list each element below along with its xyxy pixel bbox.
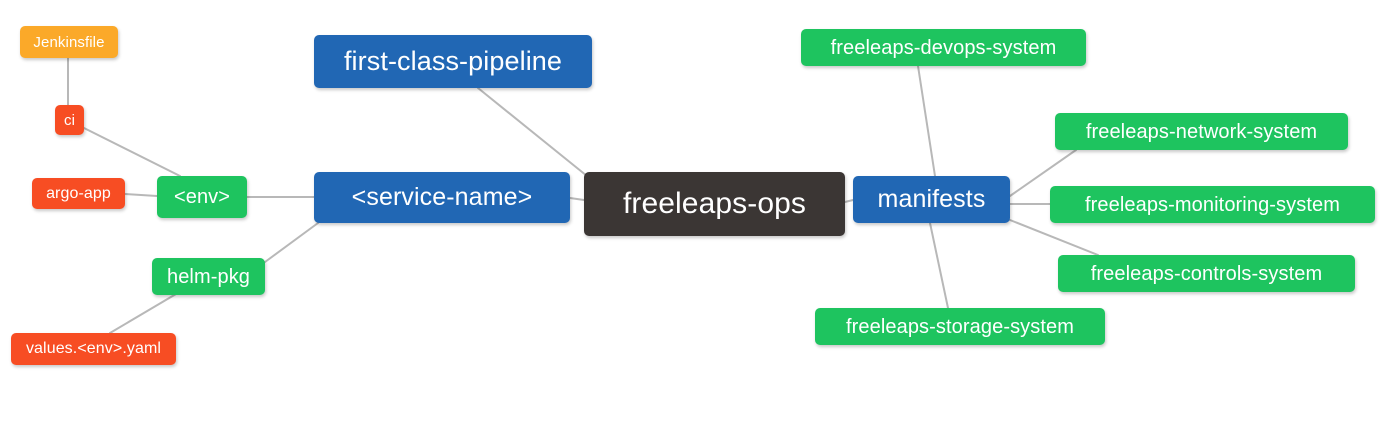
node-helm-pkg[interactable]: helm-pkg	[152, 258, 265, 295]
node-jenkinsfile[interactable]: Jenkinsfile	[20, 26, 118, 58]
node-label: <service-name>	[351, 183, 533, 211]
node-label: freeleaps-devops-system	[830, 36, 1057, 59]
node-freeleaps-controls-system[interactable]: freeleaps-controls-system	[1058, 255, 1355, 292]
edge-service-name-to-helm-pkg	[264, 222, 319, 263]
node-label: ci	[63, 111, 76, 129]
node-label: freeleaps-storage-system	[845, 315, 1075, 338]
node-argo-app[interactable]: argo-app	[32, 178, 125, 209]
node-label: manifests	[877, 185, 986, 213]
edge-manifests-to-freeleaps-controls-system	[1009, 219, 1099, 256]
node-label: Jenkinsfile	[33, 33, 105, 51]
node-label: freeleaps-network-system	[1085, 120, 1318, 143]
edge-env-to-argo-app	[124, 193, 158, 197]
edge-helm-pkg-to-values-env-yaml	[109, 293, 177, 334]
edge-freeleaps-ops-to-service-name	[569, 197, 585, 201]
node-freeleaps-monitoring-system[interactable]: freeleaps-monitoring-system	[1050, 186, 1375, 223]
node-label: freeleaps-controls-system	[1090, 262, 1323, 285]
node-service-name[interactable]: <service-name>	[314, 172, 570, 223]
node-label: freeleaps-ops	[622, 187, 807, 220]
edge-freeleaps-ops-to-manifests	[844, 199, 854, 203]
node-label: first-class-pipeline	[343, 46, 563, 76]
node-manifests[interactable]: manifests	[853, 176, 1010, 223]
node-label: helm-pkg	[166, 265, 251, 288]
node-label: argo-app	[46, 184, 111, 202]
edge-freeleaps-ops-to-first-class-pipeline	[477, 87, 588, 177]
node-freeleaps-storage-system[interactable]: freeleaps-storage-system	[815, 308, 1105, 345]
node-values-env-yaml[interactable]: values.<env>.yaml	[11, 333, 176, 365]
edge-env-to-ci	[83, 127, 181, 177]
node-label: <env>	[173, 186, 231, 208]
node-freeleaps-network-system[interactable]: freeleaps-network-system	[1055, 113, 1348, 150]
node-first-class-pipeline[interactable]: first-class-pipeline	[314, 35, 592, 88]
node-freeleaps-devops-system[interactable]: freeleaps-devops-system	[801, 29, 1086, 66]
node-label: values.<env>.yaml	[25, 340, 162, 357]
edge-manifests-to-freeleaps-storage-system	[929, 222, 949, 309]
edge-manifests-to-freeleaps-devops-system	[917, 65, 936, 177]
node-freeleaps-ops[interactable]: freeleaps-ops	[584, 172, 845, 236]
node-label: freeleaps-monitoring-system	[1084, 193, 1340, 216]
node-ci[interactable]: ci	[55, 105, 84, 135]
node-env[interactable]: <env>	[157, 176, 247, 218]
